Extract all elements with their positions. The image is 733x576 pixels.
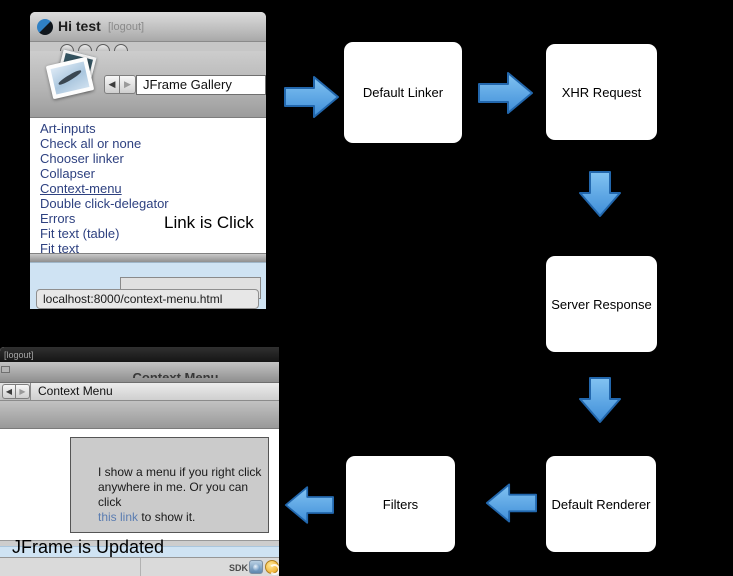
flow-box-default-renderer: Default Renderer [546, 456, 656, 552]
photo-front-shape [45, 56, 95, 100]
toolbar-button-icon[interactable] [96, 44, 110, 51]
title-bar: Hi test [logout] [30, 12, 266, 42]
gallery-link-list: Art-inputs Check all or none Chooser lin… [30, 118, 266, 253]
page-title-field[interactable]: Context Menu [30, 383, 279, 400]
forward-button[interactable]: ▶ [16, 384, 30, 399]
status-bar-divider [140, 558, 141, 576]
context-box-line3: to show it. [138, 510, 196, 524]
window-title: Hi test [58, 18, 101, 34]
top-dark-bar: [logout] [0, 347, 279, 362]
toolbar-button-icon[interactable] [60, 44, 74, 51]
gallery-link-context-menu[interactable]: Context-menu [40, 181, 122, 196]
flow-box-default-linker: Default Linker [344, 42, 462, 143]
photo-detail [57, 68, 83, 87]
back-icon: ◀ [5, 387, 13, 396]
gallery-link[interactable]: Fit text [40, 241, 80, 253]
flow-arrow-down-2 [579, 377, 621, 424]
status-url-tooltip: localhost:8000/context-menu.html [36, 289, 259, 309]
sdk-label: SDK [229, 563, 249, 573]
gallery-link[interactable]: Art-inputs [40, 121, 96, 136]
window-title-bar: Context Menu [0, 362, 279, 383]
context-box-line1: I show a menu if you right click [98, 465, 262, 479]
gallery-app-icon [42, 48, 102, 108]
clipped-window-icon [1, 366, 10, 373]
status-bar: SDK [0, 557, 279, 576]
clipped-toolbar-buttons [30, 42, 266, 51]
context-box-line2: anywhere in me. Or you can click [98, 480, 249, 509]
flow-arrow-down-1 [579, 171, 621, 218]
forward-icon: ▶ [19, 387, 26, 396]
app-logo-icon [37, 19, 53, 35]
nav-buttons: ◀ ▶ [2, 384, 30, 399]
flow-box-xhr-request: XHR Request [546, 44, 657, 140]
nav-buttons: ◀ ▶ [104, 75, 136, 94]
browser-window-gallery: Hi test [logout] ◀ ▶ JFrame Gallery [30, 12, 266, 309]
flow-arrow-right-1 [284, 75, 340, 119]
toolbar-button-icon[interactable] [114, 44, 128, 51]
flow-arrow-left-2 [284, 483, 334, 527]
browser-window-context-menu: [logout] Context Menu ◀ ▶ Context Menu I… [0, 347, 279, 576]
flow-box-label: XHR Request [561, 84, 642, 100]
gallery-link[interactable]: Errors [40, 211, 76, 226]
show-menu-link[interactable]: this link [98, 510, 139, 524]
navigation-toolbar: ◀ ▶ Context Menu [0, 383, 279, 401]
flow-box-label: Server Response [551, 296, 652, 312]
sync-arrows-icon[interactable] [265, 560, 279, 575]
logout-link[interactable]: [logout] [108, 21, 145, 33]
forward-icon: ▶ [124, 79, 131, 89]
panel-divider [0, 540, 279, 546]
toolbar-gradient-area [0, 401, 279, 429]
annotation-link-clicked: Link is Click [164, 213, 254, 232]
logout-link[interactable]: [logout] [4, 350, 34, 360]
flow-arrow-right-2 [478, 71, 534, 115]
gallery-link[interactable]: Collapser [40, 166, 95, 181]
flow-box-label: Default Linker [362, 85, 444, 100]
back-button[interactable]: ◀ [2, 384, 16, 399]
clipped-window-title: Context Menu [0, 369, 279, 378]
page-content: I show a menu if you right click anywher… [0, 429, 279, 540]
flow-box-label: Filters [382, 496, 419, 512]
gallery-link[interactable]: Check all or none [40, 136, 142, 151]
toolbar-button-icon[interactable] [78, 44, 92, 51]
location-field[interactable]: JFrame Gallery [136, 75, 266, 95]
flow-box-filters: Filters [346, 456, 455, 552]
flow-arrow-left-1 [485, 481, 537, 525]
gallery-link[interactable]: Double click-delegator [40, 196, 169, 211]
photo-image [50, 61, 90, 95]
gallery-link[interactable]: Chooser linker [40, 151, 124, 166]
forward-button[interactable]: ▶ [120, 75, 136, 94]
flow-box-server-response: Server Response [546, 256, 657, 352]
context-menu-target-box[interactable]: I show a menu if you right click anywher… [70, 437, 269, 533]
flow-box-label: Default Renderer [551, 496, 651, 512]
panel-divider [30, 253, 266, 262]
back-icon: ◀ [108, 79, 116, 89]
back-button[interactable]: ◀ [104, 75, 120, 94]
sdk-app-icon[interactable] [249, 560, 263, 574]
window-title-text: Context Menu [132, 370, 219, 378]
annotation-jframe-updated: JFrame is Updated [12, 537, 165, 557]
bottom-blue-panel [0, 546, 279, 557]
gallery-link[interactable]: Fit text (table) [40, 226, 120, 241]
